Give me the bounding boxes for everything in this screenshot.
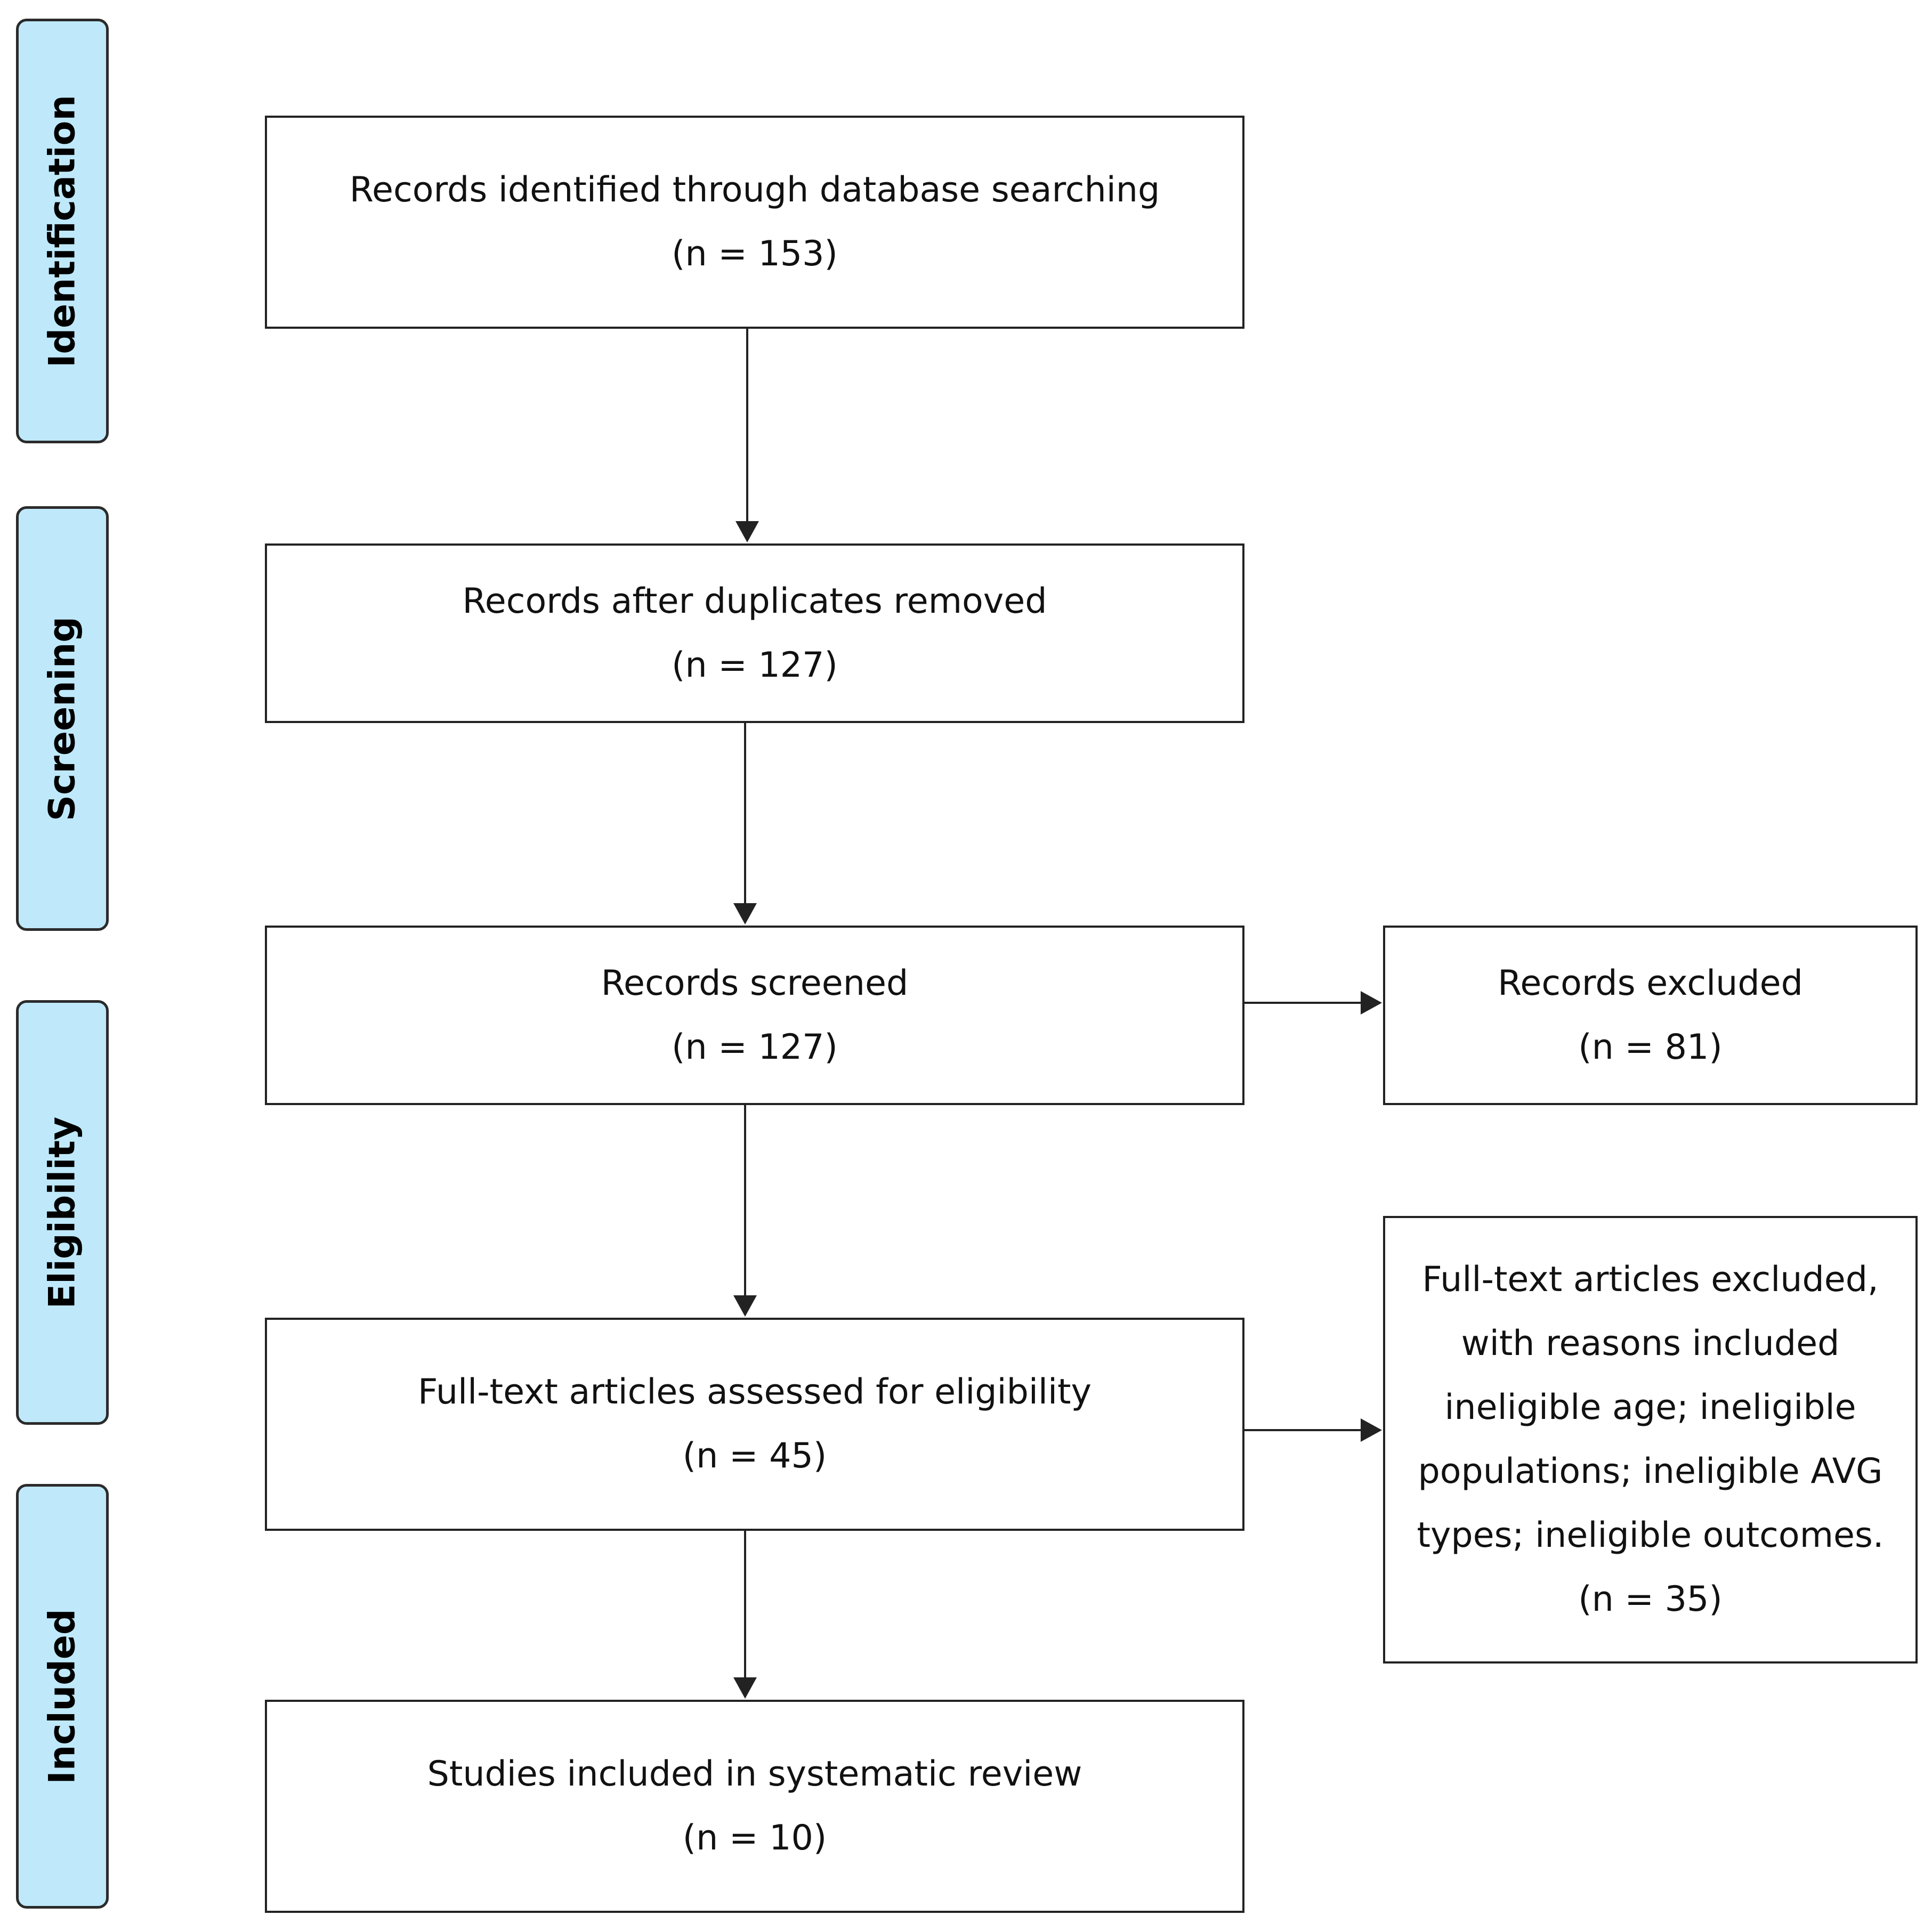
- box-records-after-duplicates: Records after duplicates removed (n = 12…: [265, 543, 1244, 723]
- box-fulltext-excluded-line: with reasons included: [1461, 1324, 1840, 1364]
- box-fulltext-assessed: Full-text articles assessed for eligibil…: [265, 1318, 1244, 1531]
- arrowhead-right-icon: [1361, 991, 1382, 1015]
- phase-included: Included: [16, 1484, 109, 1909]
- arrowhead-down-icon: [733, 1295, 757, 1317]
- box-records-excluded-count: (n = 81): [1578, 1027, 1723, 1067]
- box-fulltext-assessed-title: Full-text articles assessed for eligibil…: [417, 1372, 1092, 1412]
- box-studies-included: Studies included in systematic review (n…: [265, 1700, 1244, 1913]
- box-records-after-duplicates-title: Records after duplicates removed: [462, 581, 1047, 621]
- box-records-screened-count: (n = 127): [672, 1027, 838, 1067]
- box-records-after-duplicates-count: (n = 127): [672, 645, 838, 685]
- box-records-identified-title: Records identified through database sear…: [349, 170, 1160, 210]
- box-fulltext-excluded-line: populations; ineligible AVG: [1418, 1451, 1883, 1491]
- phase-identification: Identification: [16, 19, 109, 443]
- box-fulltext-excluded-line: types; ineligible outcomes.: [1417, 1515, 1884, 1555]
- arrowhead-down-icon: [733, 903, 757, 924]
- phase-eligibility: Eligibility: [16, 1000, 109, 1425]
- box-fulltext-excluded: Full-text articles excluded, with reason…: [1383, 1216, 1918, 1664]
- box-studies-included-count: (n = 10): [682, 1818, 827, 1858]
- phase-screening: Screening: [16, 506, 109, 931]
- box-records-excluded-title: Records excluded: [1498, 963, 1803, 1003]
- box-records-excluded: Records excluded (n = 81): [1383, 926, 1918, 1105]
- box-records-screened-title: Records screened: [601, 963, 909, 1003]
- box-records-identified: Records identified through database sear…: [265, 116, 1244, 329]
- box-fulltext-excluded-count: (n = 35): [1578, 1579, 1723, 1619]
- arrowhead-down-icon: [733, 1677, 757, 1699]
- box-studies-included-title: Studies included in systematic review: [427, 1754, 1082, 1794]
- arrowhead-down-icon: [735, 521, 759, 542]
- box-records-identified-count: (n = 153): [672, 234, 838, 274]
- box-fulltext-excluded-line: ineligible age; ineligible: [1444, 1388, 1856, 1427]
- arrowhead-right-icon: [1361, 1418, 1382, 1442]
- box-fulltext-assessed-count: (n = 45): [682, 1436, 827, 1476]
- box-fulltext-excluded-line: Full-text articles excluded,: [1422, 1260, 1879, 1300]
- box-records-screened: Records screened (n = 127): [265, 926, 1244, 1105]
